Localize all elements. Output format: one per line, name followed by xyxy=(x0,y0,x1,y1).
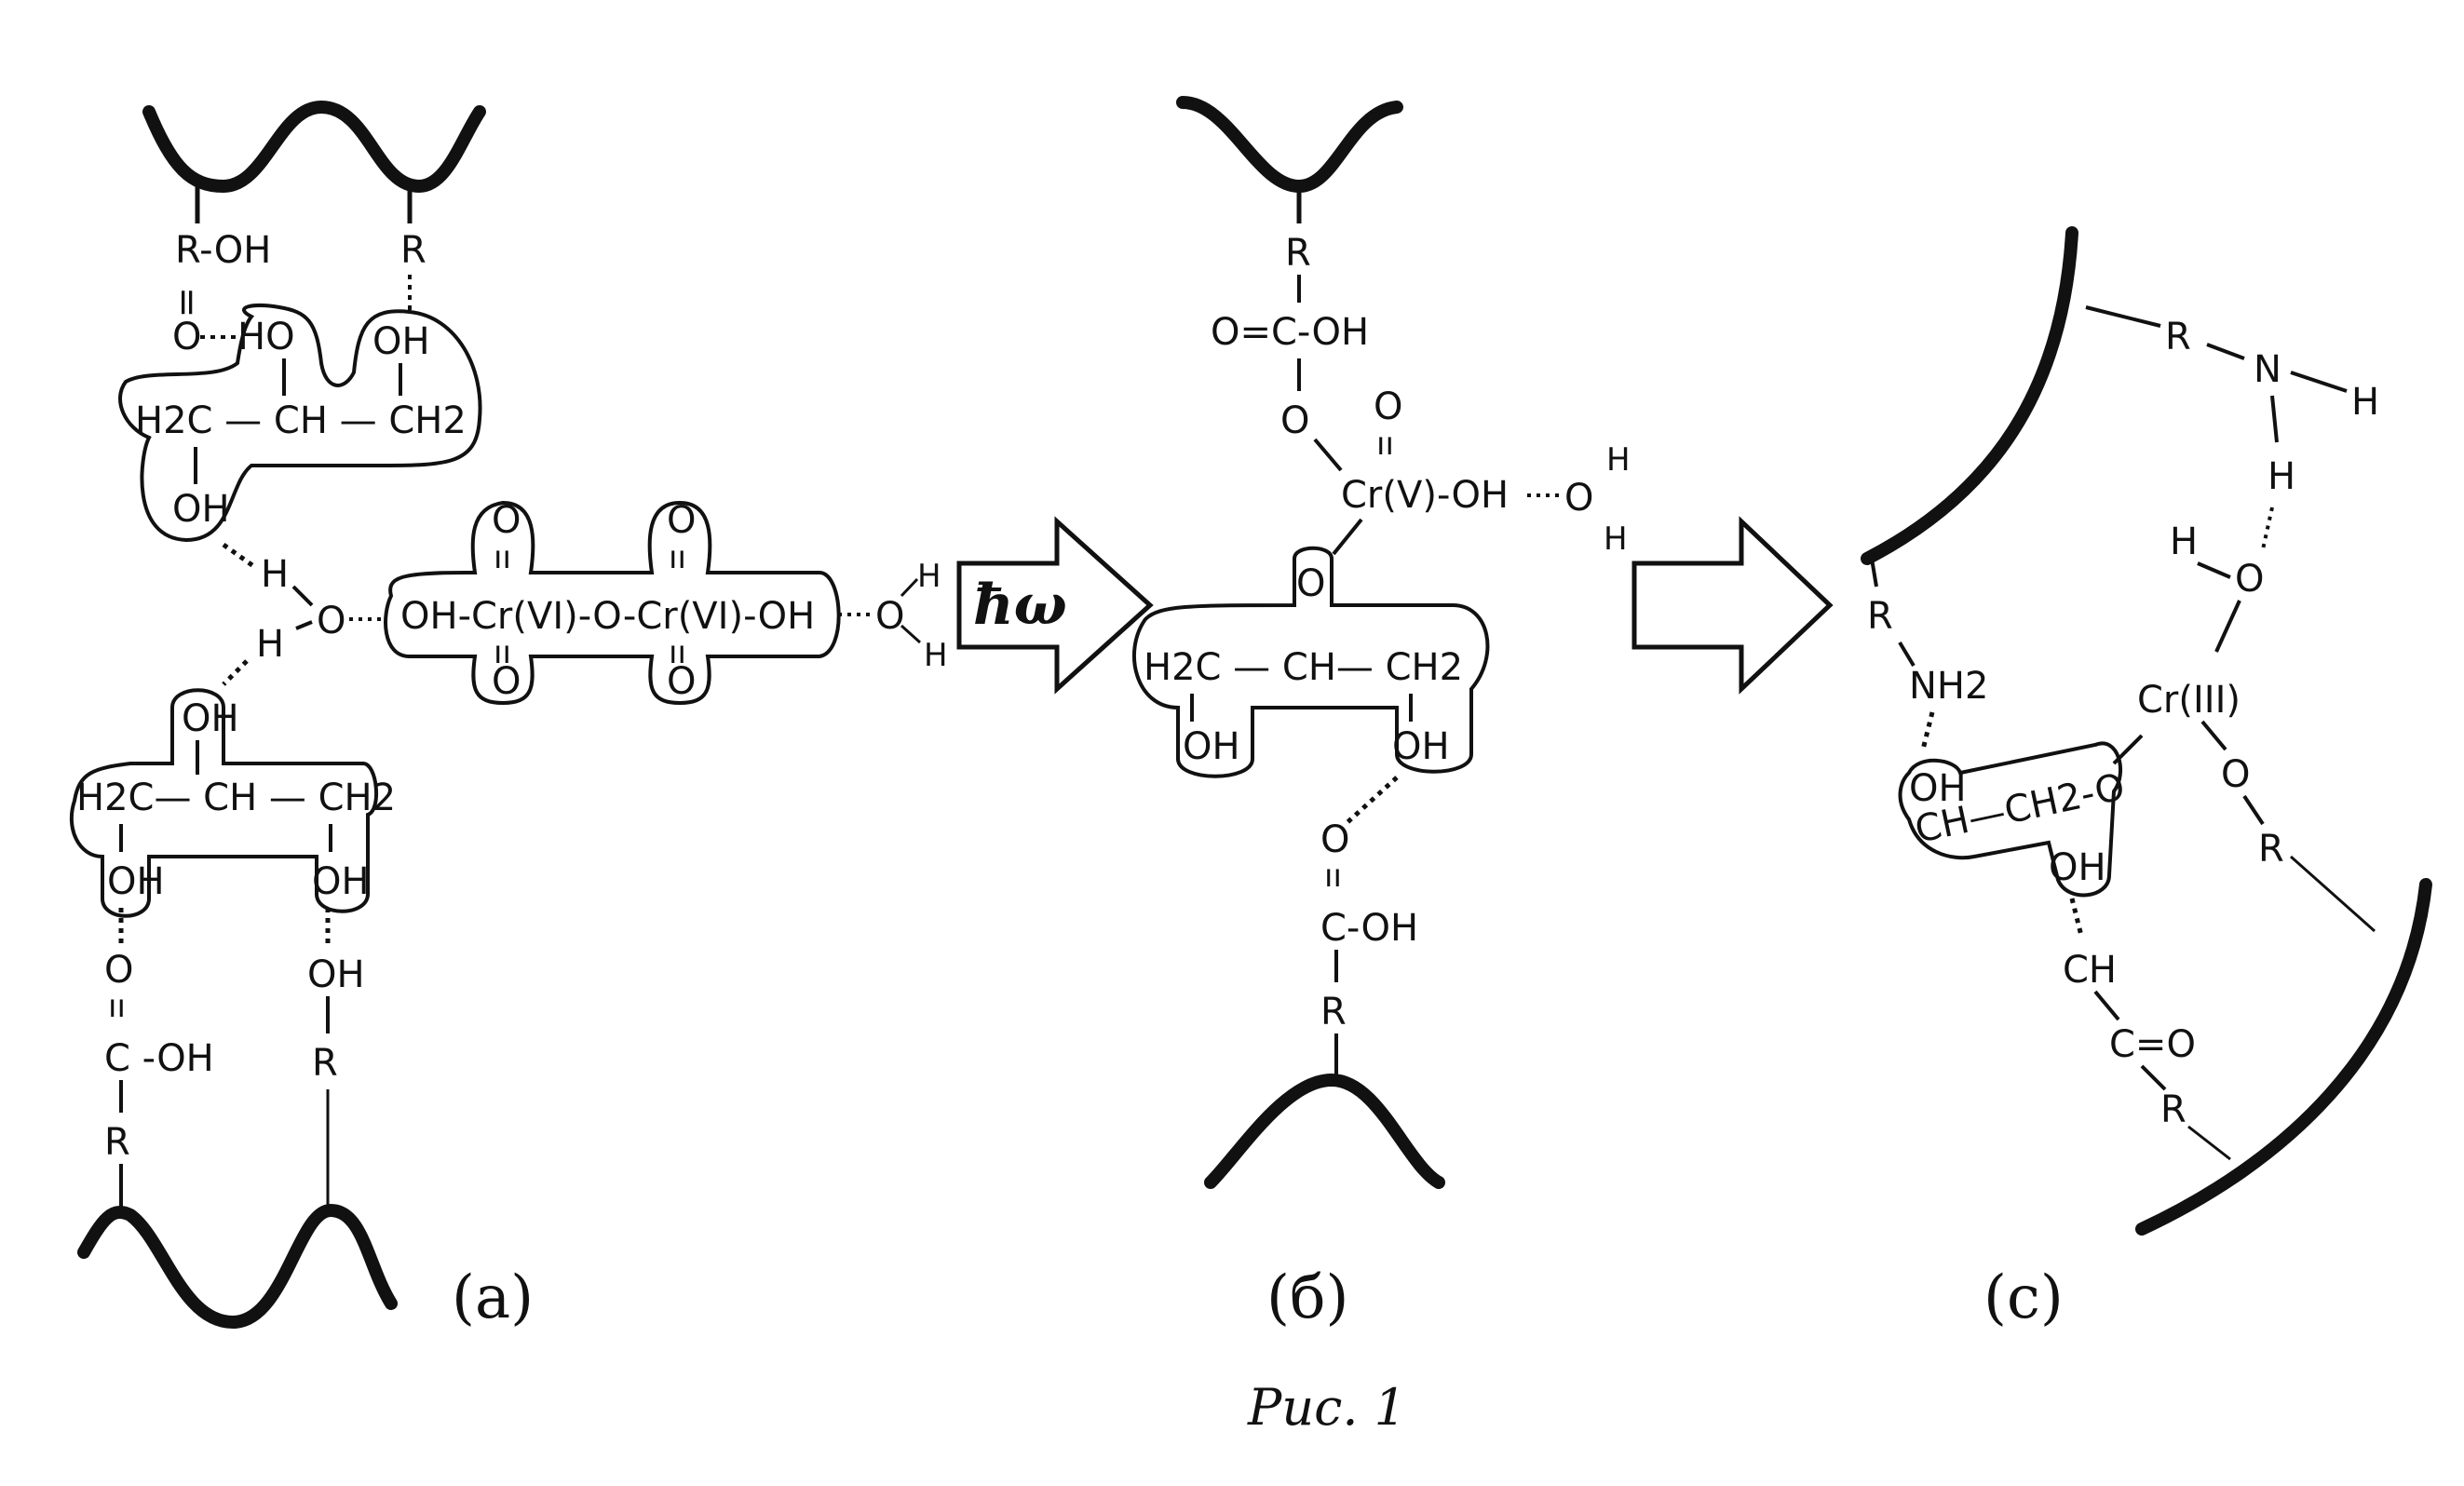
glycerol-top-chain: H2C — CH — CH2 xyxy=(135,399,467,442)
polymer-backbone-bottom-a xyxy=(77,1203,398,1330)
panel-a: R-OH R = O HO OH H2C — CH — CH2 OH H O H… xyxy=(69,100,948,1332)
glycerol-bottom-oh-left: OH xyxy=(107,860,165,903)
c-top-n: N xyxy=(2254,348,2281,391)
water-center-h2: H xyxy=(256,623,284,666)
c-ester-o: O xyxy=(2221,753,2250,796)
panel-b-label: (б) xyxy=(1266,1263,1348,1332)
svg-text:ıı: ıı xyxy=(108,988,126,1025)
c-left-r: R xyxy=(1867,595,1893,638)
c-glycerol-oh-top: OH xyxy=(1909,767,1967,810)
glycerol-bottom-chain: H2C— CH — CH2 xyxy=(76,777,396,819)
bottom-right-oh: OH xyxy=(307,953,365,996)
water-right-h2: H xyxy=(924,637,948,674)
panel-c-label: (c) xyxy=(1983,1263,2064,1332)
c-water-o: O xyxy=(2235,558,2264,601)
glycerol-outline-c xyxy=(1898,741,2123,898)
b-ester-oxygen: O xyxy=(1280,399,1309,442)
b-water-h2: H xyxy=(1604,520,1628,558)
cr-oxygen-1: O xyxy=(492,499,521,542)
b-water-o: O xyxy=(1564,477,1593,520)
b-bottom-oxygen: O xyxy=(1320,818,1349,861)
c-top-h2: H xyxy=(2268,455,2295,498)
c-chain-r: R xyxy=(2160,1088,2186,1131)
polymer-arc-bottom-c xyxy=(2135,878,2432,1236)
b-cr-oxo: O xyxy=(1374,385,1402,428)
bottom-left-r: R xyxy=(104,1121,130,1164)
glycerol-bottom-oh-top: OH xyxy=(182,697,239,740)
cr-oxygen-3: O xyxy=(492,660,521,703)
bottom-left-oxygen: O xyxy=(104,949,133,992)
glycerol-top-oh2: OH xyxy=(372,320,430,363)
glycerol-outline-top xyxy=(118,304,482,543)
arrow-label: ħω xyxy=(973,573,1067,638)
b-bottom-acid: C-OH xyxy=(1320,907,1418,950)
photo-arrow: ħω xyxy=(956,516,1154,695)
panel-c: R N H H O H Cr(III) O R R NH2 OH CH—CH2-… xyxy=(1861,226,2432,1332)
panel-b: R O=C-OH O O ıı Cr(V)-OH O H H O H2C — C… xyxy=(1131,96,1631,1332)
c-top-r: R xyxy=(2165,316,2191,358)
b-glycerol-oh-left: OH xyxy=(1183,725,1240,768)
svg-text:ıı: ıı xyxy=(1376,426,1394,463)
c-chain-ch: CH xyxy=(2063,949,2117,992)
water-right-h1: H xyxy=(917,558,941,595)
bottom-right-r: R xyxy=(312,1042,338,1085)
b-chromium: Cr(V)-OH xyxy=(1341,474,1509,517)
svg-text:ıı: ıı xyxy=(669,539,686,576)
top-right-group: R xyxy=(400,229,426,272)
c-water-h: H xyxy=(2170,520,2198,563)
polymer-arc-top-c xyxy=(1861,226,2078,565)
dichromate-outline xyxy=(384,500,841,706)
top-left-group: R-OH xyxy=(175,229,271,272)
panel-a-label: (a) xyxy=(452,1263,534,1332)
b-bridge-o: O xyxy=(1296,562,1325,605)
water-center-o: O xyxy=(317,600,345,642)
glycerol-outline-b xyxy=(1131,546,1490,778)
bottom-left-acid: C -OH xyxy=(104,1037,214,1080)
b-glycerol-oh-right: OH xyxy=(1392,725,1450,768)
polymer-backbone-top-b xyxy=(1176,96,1403,194)
glycerol-top-oh3: OH xyxy=(172,488,230,531)
water-center-h1: H xyxy=(261,553,289,596)
water-right-o: O xyxy=(875,595,904,638)
svg-text:ıı: ıı xyxy=(494,539,511,576)
b-glycerol-chain: H2C — CH— CH2 xyxy=(1144,646,1463,689)
c-chain-carbonyl: C=O xyxy=(2109,1023,2196,1066)
dichromate-formula: OH-Cr(VI)-O-Cr(VI)-OH xyxy=(400,595,815,638)
c-chromium: Cr(III) xyxy=(2137,679,2241,722)
c-top-h1: H xyxy=(2351,381,2379,424)
c-ester-r: R xyxy=(2258,828,2284,871)
polymer-backbone-bottom-b xyxy=(1204,1073,1445,1189)
hollow-arrow-1 xyxy=(956,516,1154,695)
svg-text:ıı: ıı xyxy=(494,634,511,671)
glycerol-outline-bottom xyxy=(69,688,379,918)
c-left-nh2: NH2 xyxy=(1909,665,1988,708)
double-bond-sign: = xyxy=(166,287,209,318)
svg-text:ıı: ıı xyxy=(669,634,686,671)
cr-oxygen-4: O xyxy=(667,660,696,703)
glycerol-bottom-oh-right: OH xyxy=(312,860,370,903)
b-water-h1: H xyxy=(1606,441,1631,479)
b-top-r: R xyxy=(1285,232,1311,275)
b-carboxyl: O=C-OH xyxy=(1211,311,1369,354)
glycerol-top-oh1: HO xyxy=(237,316,295,358)
c-glycerol-oh-bottom: OH xyxy=(2049,846,2106,889)
cr-oxygen-2: O xyxy=(667,499,696,542)
carbonyl-oxygen: O xyxy=(172,316,201,358)
figure-caption: Рис. 1 xyxy=(1247,1378,1406,1437)
b-bottom-r: R xyxy=(1320,991,1347,1033)
hollow-arrow-2 xyxy=(1631,516,1834,695)
svg-text:ıı: ıı xyxy=(1324,858,1342,895)
polymer-backbone-top-a xyxy=(142,100,486,194)
